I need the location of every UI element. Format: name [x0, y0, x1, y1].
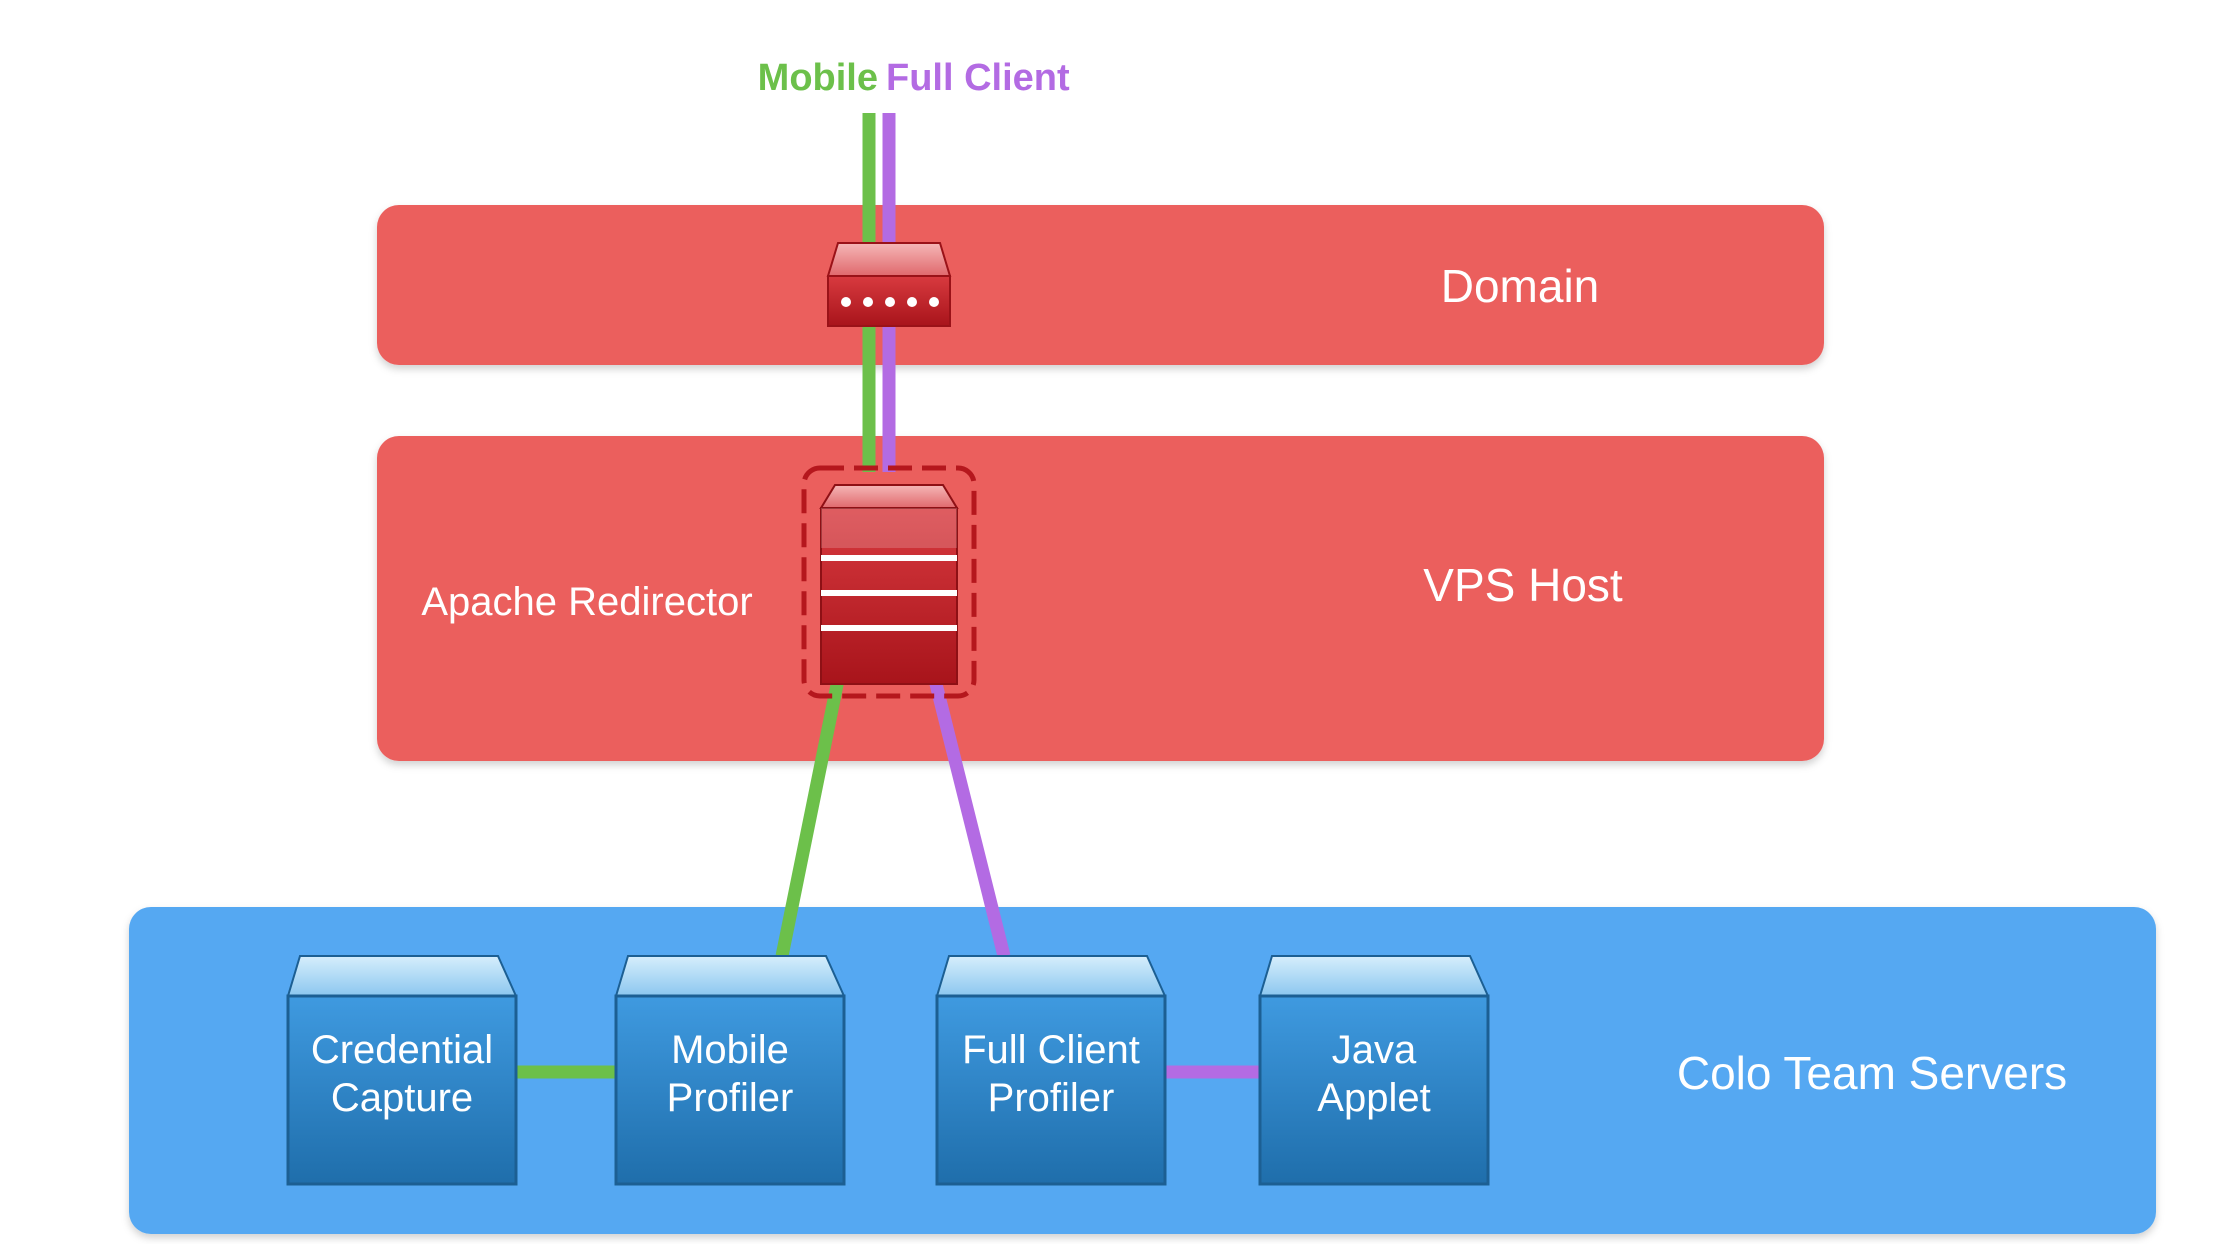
full-client-profiler-server: Full Client Profiler [935, 955, 1167, 1186]
credential-capture-server: Credential Capture [286, 955, 518, 1186]
credential-capture-label-line1: Credential [311, 1028, 493, 1072]
full-client-profiler-label-line2: Profiler [988, 1076, 1115, 1120]
vps-host-label: VPS Host [1423, 559, 1623, 611]
mobile-profiler-label-line2: Profiler [667, 1076, 794, 1120]
full-client-line-to-full-client-profiler [928, 678, 1011, 958]
domain-zone [377, 205, 1824, 365]
mobile-line-to-mobile-profiler [775, 678, 845, 958]
legend-full-client-label: Full Client [886, 57, 1070, 99]
legend-mobile-label: Mobile [758, 57, 878, 99]
colo-team-servers-label: Colo Team Servers [1677, 1047, 2067, 1099]
java-applet-server: Java Applet [1258, 955, 1490, 1186]
router-icon [826, 242, 952, 327]
credential-capture-label-line2: Capture [331, 1076, 473, 1120]
mobile-profiler-label-line1: Mobile [671, 1028, 789, 1072]
java-applet-label-line1: Java [1332, 1028, 1417, 1072]
vps-host-zone [377, 436, 1824, 761]
full-client-profiler-label-line1: Full Client [962, 1028, 1140, 1072]
domain-label: Domain [1441, 260, 1600, 312]
apache-redirector-label: Apache Redirector [421, 580, 752, 624]
java-applet-label-line2: Applet [1317, 1076, 1430, 1120]
apache-redirector-server-icon [801, 465, 977, 699]
mobile-profiler-server: Mobile Profiler [614, 955, 846, 1186]
